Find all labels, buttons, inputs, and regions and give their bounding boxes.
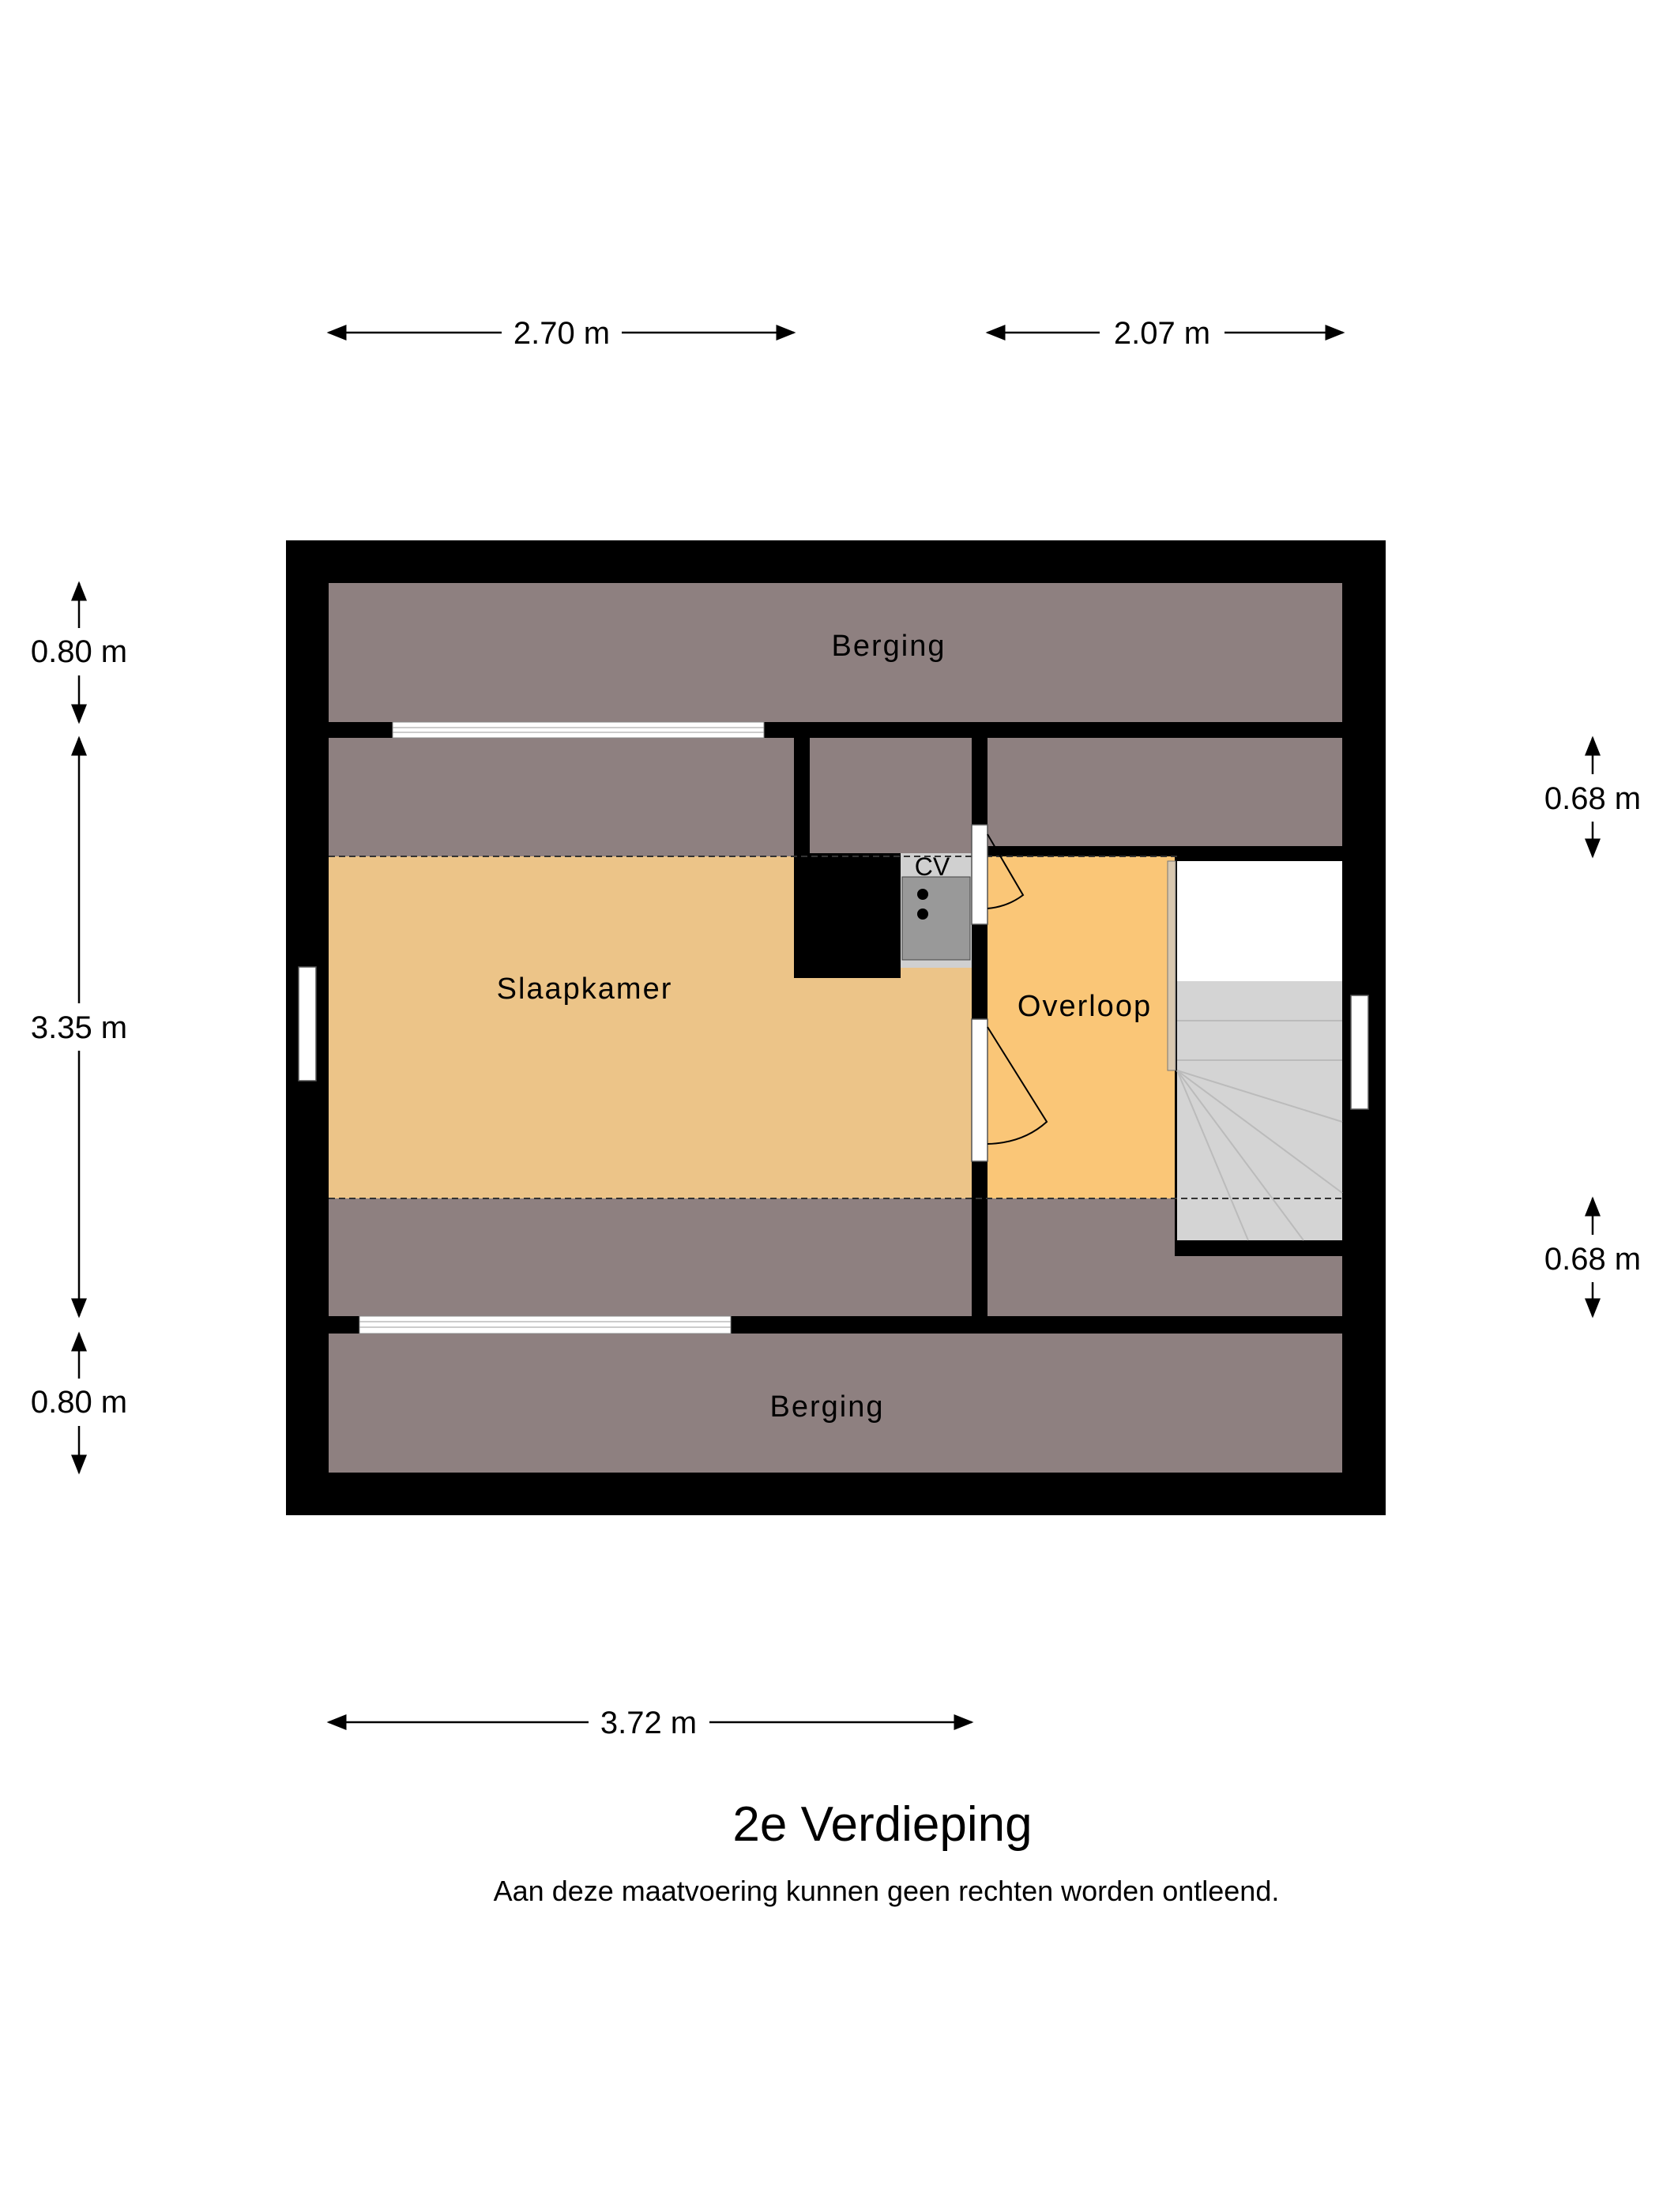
dimension-top-left: 2.70 m bbox=[514, 316, 610, 351]
room-label-overloop: Overloop bbox=[1018, 990, 1152, 1023]
dimension-top-right: 2.07 m bbox=[1114, 316, 1210, 351]
door-bedroom[interactable] bbox=[971, 1018, 1048, 1162]
eaves-left-top bbox=[329, 738, 794, 856]
window-right bbox=[1350, 995, 1369, 1110]
landing-floor bbox=[988, 856, 1175, 1198]
boiler-pipe-icon bbox=[917, 889, 928, 900]
floor-title: 2e Verdieping bbox=[732, 1797, 1032, 1852]
dimension-bottom: 3.72 m bbox=[600, 1706, 697, 1740]
disclaimer: Aan deze maatvoering kunnen geen rechten… bbox=[494, 1875, 1280, 1907]
sliding-door-top[interactable] bbox=[392, 721, 765, 739]
stairs[interactable] bbox=[1177, 981, 1342, 1240]
room-label-berging-bottom: Berging bbox=[770, 1390, 885, 1424]
sliding-door-bottom[interactable] bbox=[359, 1315, 732, 1334]
closet-block bbox=[794, 853, 901, 978]
eaves-closet bbox=[810, 738, 972, 853]
dimension-left-middle: 3.35 m bbox=[31, 1010, 127, 1045]
door-cv[interactable] bbox=[971, 824, 1025, 925]
dimension-right-top: 0.68 m bbox=[1544, 781, 1641, 816]
wall-closet bbox=[794, 738, 810, 856]
stair-railing bbox=[1167, 860, 1176, 1071]
room-label-berging-top: Berging bbox=[832, 630, 946, 663]
storage-bottom bbox=[329, 1334, 1342, 1473]
dimension-right-bottom: 0.68 m bbox=[1544, 1242, 1641, 1277]
boiler bbox=[901, 876, 971, 961]
eaves-right-top bbox=[988, 738, 1342, 846]
stair-void bbox=[1177, 861, 1342, 981]
eaves-right-bottom bbox=[988, 1256, 1342, 1316]
storage-top bbox=[329, 583, 1342, 722]
room-label-slaapkamer: Slaapkamer bbox=[497, 972, 673, 1006]
dimension-left-top: 0.80 m bbox=[31, 634, 127, 669]
room-label-cv: CV bbox=[915, 852, 950, 881]
eaves-left-bottom bbox=[329, 1198, 972, 1316]
dimension-left-bottom: 0.80 m bbox=[31, 1385, 127, 1420]
window-left bbox=[298, 966, 317, 1082]
